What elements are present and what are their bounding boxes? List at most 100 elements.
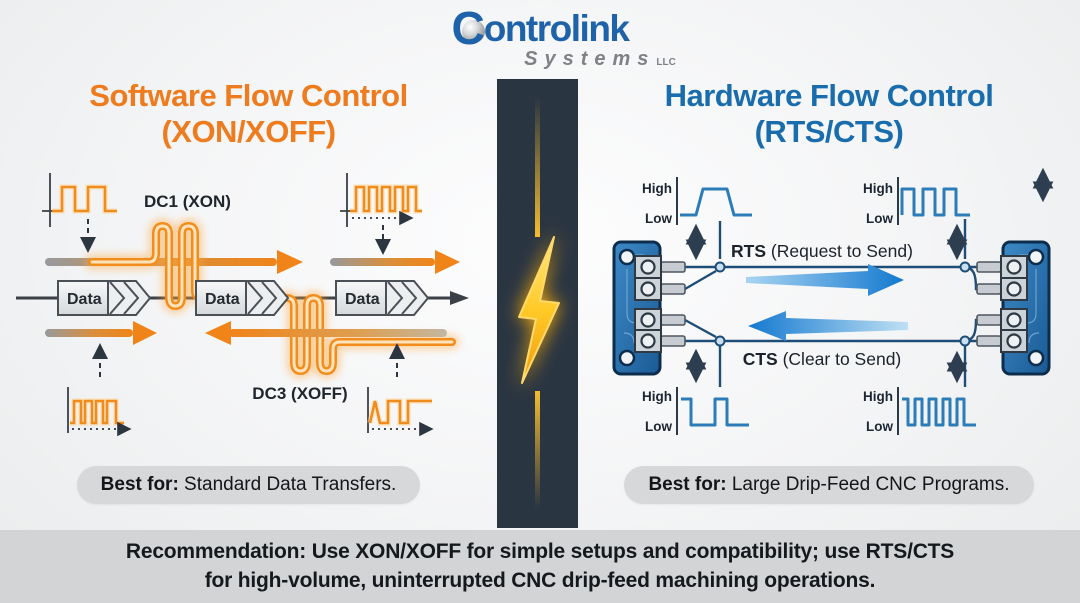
pcb-screw-hole <box>618 248 636 266</box>
terminal-contact <box>640 259 656 275</box>
wire-node <box>959 261 971 273</box>
chart-trace <box>900 187 970 217</box>
data-packet-2: Data <box>195 280 290 316</box>
packet-label: Data <box>345 291 380 308</box>
pcb-screw-hole <box>618 349 636 367</box>
packet-chevron-band <box>245 280 290 316</box>
wire-node <box>714 261 726 273</box>
waveform-trace <box>52 185 117 213</box>
left-best-for-wrap: Best for: Standard Data Transfers. <box>0 466 497 504</box>
wire-node <box>714 335 726 347</box>
arrow-head <box>133 321 157 345</box>
logo-brand-text: ontrolink <box>483 8 630 49</box>
pcb-screw-hole <box>1027 248 1045 266</box>
terminal-contact <box>640 281 656 297</box>
divider-line-bottom <box>535 391 540 509</box>
rts-signal-chart-sender: High Low <box>642 177 752 226</box>
best-for-label: Best for: <box>100 474 179 495</box>
rts-switch-wire <box>684 269 717 291</box>
logo-systems-text: Systems <box>524 48 656 70</box>
left-title-line2: (XON/XOFF) <box>161 113 336 149</box>
right-title-line1: Hardware Flow Control <box>664 78 994 113</box>
data-packet-3: Data <box>335 280 430 316</box>
terminal-pin <box>660 261 686 273</box>
pcb-screw-hole <box>1027 349 1045 367</box>
chart-trace <box>680 187 752 217</box>
terminal-pin <box>660 314 686 326</box>
waveform-pause-resume <box>367 387 434 437</box>
packet-chevron-band <box>107 280 152 316</box>
controlink-logo: C ontrolink Systems LLC <box>0 5 1080 71</box>
packet-chevrons <box>109 281 140 315</box>
waveform-axis <box>42 173 60 227</box>
arrow-head <box>205 321 231 345</box>
logo-brand-row: C ontrolink <box>451 2 630 54</box>
logo-subtitle-row: Systems LLC <box>524 48 676 71</box>
waveform-busy-burst <box>67 387 132 437</box>
rts-cts-diagram: High Low High Low RTS (Request to Send) <box>612 167 1054 435</box>
arrow-head <box>277 250 303 274</box>
terminal-pin <box>660 335 686 347</box>
rts-signal-chart-receiver: High Low <box>863 177 970 226</box>
recommendation-line1: Recommendation: Use XON/XOFF for simple … <box>125 539 955 563</box>
waveform-trace <box>350 185 422 213</box>
waveform-trace <box>70 399 124 425</box>
lightning-bolt-icon <box>518 236 560 384</box>
center-divider <box>497 79 578 528</box>
terminal-contact <box>640 312 656 328</box>
arrow-shaft <box>229 329 447 337</box>
low-label: Low <box>645 419 672 434</box>
pcb-terminals <box>976 255 1028 353</box>
pcb-right <box>976 240 1051 376</box>
best-for-label: Best for: <box>648 474 727 495</box>
divider-graphic <box>518 97 560 509</box>
terminal-contact <box>1006 333 1022 349</box>
best-for-text: Large Drip-Feed CNC Programs. <box>726 474 1010 495</box>
logo-c-letter: C <box>451 2 485 54</box>
rts-direction-arrow <box>746 264 904 296</box>
logo-llc-text: LLC <box>656 57 676 68</box>
high-label: High <box>642 389 672 404</box>
right-best-for-wrap: Best for: Large Drip-Feed CNC Programs. <box>578 466 1080 504</box>
left-title: Software Flow Control (XON/XOFF) <box>0 78 497 150</box>
cts-label: CTS (Clear to Send) <box>743 349 902 369</box>
arrow-shaft <box>45 329 133 337</box>
waveform-xon-source <box>42 173 117 227</box>
recommendation-line2: for high-volume, uninterrupted CNC drip-… <box>204 569 876 592</box>
right-title: Hardware Flow Control (RTS/CTS) <box>578 78 1080 150</box>
high-label: High <box>642 181 672 196</box>
data-stream-arrow-head <box>450 291 469 305</box>
arrow-head <box>435 250 460 274</box>
terminal-contact <box>1006 312 1022 328</box>
right-title-line2: (RTS/CTS) <box>754 113 904 149</box>
data-packet-1: Data <box>57 280 152 316</box>
recommendation-banner: Recommendation: Use XON/XOFF for simple … <box>0 530 1080 603</box>
cts-direction-arrow <box>748 311 908 341</box>
terminal-contact <box>1006 259 1022 275</box>
left-title-line1: Software Flow Control <box>89 78 408 113</box>
terminal-pin <box>976 314 1002 326</box>
low-label: Low <box>866 419 893 434</box>
cts-signal-chart-receiver: High Low <box>863 387 976 435</box>
terminal-pin <box>976 335 1002 347</box>
tx-arrow-top-right <box>330 250 460 274</box>
packet-chevrons <box>247 281 278 315</box>
pcb-left <box>612 240 686 376</box>
right-best-for-pill: Best for: Large Drip-Feed CNC Programs. <box>624 466 1034 504</box>
packet-chevron-band <box>385 280 430 316</box>
chart-trace <box>681 397 749 427</box>
low-label: Low <box>866 211 893 226</box>
packet-label: Data <box>205 291 240 308</box>
rts-label: RTS (Request to Send) <box>731 241 913 261</box>
terminal-contact <box>640 333 656 349</box>
terminal-pin <box>660 283 686 295</box>
low-label: Low <box>645 211 672 226</box>
wire-node <box>959 335 971 347</box>
high-label: High <box>863 389 893 404</box>
waveform-trace <box>368 399 432 425</box>
waveform-glow <box>350 184 422 214</box>
terminal-pin <box>976 283 1002 295</box>
chart-trace <box>902 397 976 427</box>
arrow-shaft <box>330 258 435 266</box>
packet-label: Data <box>67 291 102 308</box>
